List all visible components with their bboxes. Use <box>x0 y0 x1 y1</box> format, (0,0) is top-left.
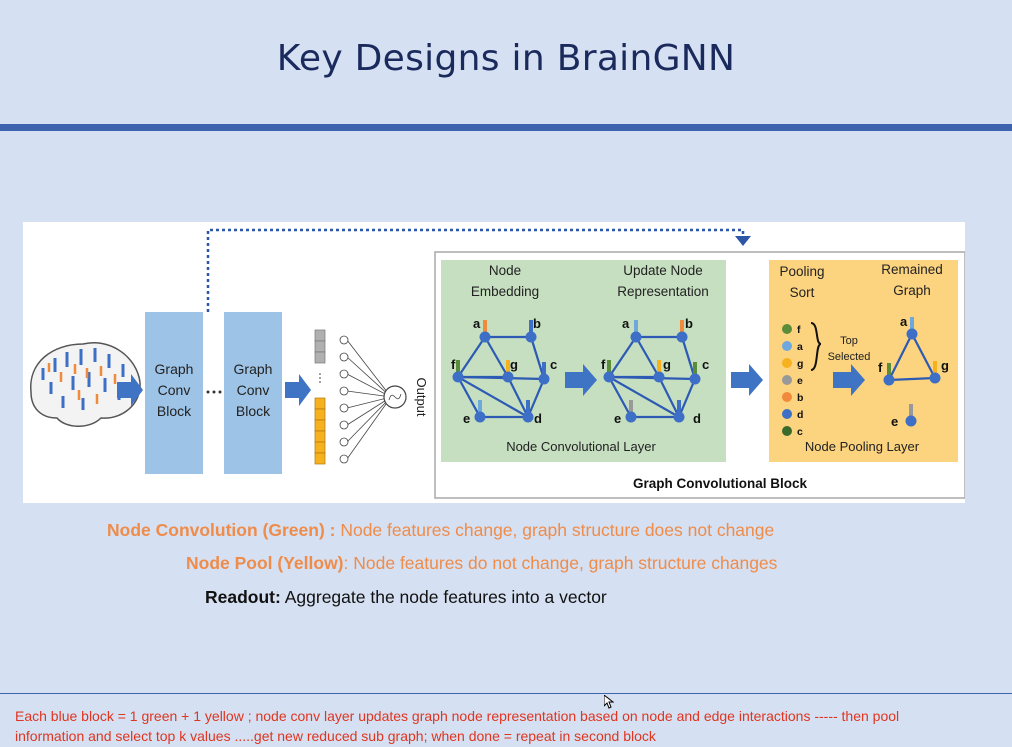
top-selected-line1: Top <box>840 335 858 347</box>
arrow-top-selected <box>833 364 865 396</box>
arrow-update-node <box>565 364 597 396</box>
title-divider <box>0 124 1012 131</box>
braingnn-diagram: Graph Conv Block Graph Conv Block <box>30 228 965 499</box>
graph-conv-block-1 <box>145 312 203 474</box>
remained-node-g: g <box>941 358 949 373</box>
graph-remained: a f g e <box>878 314 949 429</box>
arrow-to-vector <box>285 374 311 406</box>
svg-text:b: b <box>797 392 803 404</box>
node-d: d <box>534 411 542 426</box>
node-pool-text: : Node features do not change, graph str… <box>343 553 778 573</box>
remained-node-a: a <box>900 314 908 329</box>
node2-f: f <box>601 357 606 372</box>
node-e: e <box>463 411 470 426</box>
graph-conv-block-2 <box>224 312 282 474</box>
node-a: a <box>473 316 481 331</box>
graph-updated: a b c d e f g <box>601 316 709 426</box>
svg-text:g: g <box>797 358 803 370</box>
node-pool-point: Node Pool (Yellow): Node features do not… <box>186 553 777 574</box>
node-b: b <box>533 316 541 331</box>
readout-point: Readout: Aggregate the node features int… <box>205 587 607 608</box>
brain-icon <box>30 342 141 427</box>
block2-line3: Block <box>236 403 271 419</box>
node-conv-panel <box>441 260 726 462</box>
block1-line3: Block <box>157 403 192 419</box>
mlp-readout <box>339 335 407 464</box>
top-selected-line2: Selected <box>828 351 871 363</box>
readout-title: Readout: <box>205 587 281 607</box>
svg-text:c: c <box>797 426 803 438</box>
feature-vector <box>314 329 326 465</box>
update-node-line1: Update Node <box>623 263 703 278</box>
footer-divider <box>0 693 1012 694</box>
remained-graph-line2: Graph <box>893 283 931 298</box>
pooling-sort-list: f a g e b d c <box>782 324 803 438</box>
node-embedding-line2: Embedding <box>471 284 539 299</box>
graph-conv-block-label: Graph Convolutional Block <box>633 476 808 491</box>
node2-d: d <box>693 411 701 426</box>
dotted-skip-arrow <box>206 228 745 312</box>
svg-text:e: e <box>797 375 803 387</box>
remained-node-e: e <box>891 414 898 429</box>
arrow-to-pooling <box>731 364 763 396</box>
mouse-cursor-icon <box>604 695 614 709</box>
update-node-line2: Representation <box>617 284 709 299</box>
node-conv-title: Node Convolution (Green) : <box>107 520 336 540</box>
node-conv-layer-label: Node Convolutional Layer <box>506 439 656 454</box>
node-c: c <box>550 357 557 372</box>
node2-e: e <box>614 411 621 426</box>
pooling-sort-line1: Pooling <box>779 264 824 279</box>
node2-g: g <box>663 357 671 372</box>
block2-line1: Graph <box>234 361 273 377</box>
graph-conv-block-frame <box>434 251 965 499</box>
graph-embedding: a b c d e f g <box>451 316 557 426</box>
svg-text:a: a <box>797 341 803 353</box>
block2-line2: Conv <box>237 382 270 398</box>
block1-line1: Graph <box>155 361 194 377</box>
remained-graph-line1: Remained <box>881 262 943 277</box>
ellipsis-dots <box>206 390 222 394</box>
svg-text:f: f <box>797 324 801 336</box>
node-embedding-line1: Node <box>489 263 521 278</box>
arrow-to-block1 <box>117 374 143 406</box>
node2-c: c <box>702 357 709 372</box>
brace-icon <box>810 322 822 371</box>
note-line-1: Each blue block = 1 green + 1 yellow ; n… <box>15 708 900 724</box>
node-g: g <box>510 357 518 372</box>
braingnn-figure: Graph Conv Block Graph Conv Block <box>23 222 965 503</box>
node2-a: a <box>622 316 630 331</box>
node-conv-text: Node features change, graph structure do… <box>335 520 775 540</box>
node-pool-title: Node Pool (Yellow) <box>186 553 344 573</box>
node2-b: b <box>685 316 693 331</box>
remained-node-f: f <box>878 360 883 375</box>
output-label: Output <box>414 377 429 416</box>
readout-text: Aggregate the node features into a vecto… <box>280 587 607 607</box>
pooling-sort-line2: Sort <box>790 285 815 300</box>
slide-title: Key Designs in BrainGNN <box>276 38 736 79</box>
note-line-2: information and select top k values ....… <box>15 728 656 744</box>
node-pooling-layer-label: Node Pooling Layer <box>805 439 920 454</box>
svg-text:d: d <box>797 409 803 421</box>
node-conv-point: Node Convolution (Green) : Node features… <box>107 520 774 541</box>
block1-line2: Conv <box>158 382 191 398</box>
speaker-note: Each blue block = 1 green + 1 yellow ; n… <box>15 706 899 746</box>
node-f: f <box>451 357 456 372</box>
